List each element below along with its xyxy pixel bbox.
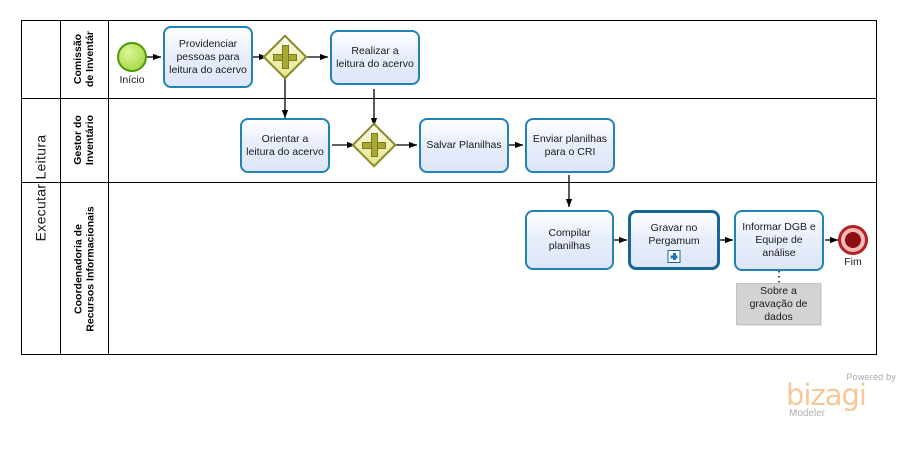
task-label: Salvar Planilhas — [426, 139, 502, 151]
start-event-circle — [117, 42, 147, 72]
start-event-label: Início — [119, 74, 145, 86]
gateway-parallel-2[interactable] — [351, 122, 397, 168]
bizagi-wordmark: bizagi — [786, 378, 867, 412]
subprocess-expand-plus-icon[interactable] — [667, 250, 681, 263]
task-orientar-leitura[interactable]: Orientar a leitura do acervo — [240, 118, 330, 173]
task-providenciar-pessoas[interactable]: Providenciar pessoas para leitura do ace… — [163, 26, 253, 88]
bizagi-branding: Powered by bizagi Modeler — [786, 372, 898, 419]
task-label: Providenciar pessoas para leitura do ace… — [169, 37, 247, 76]
powered-by-label: Powered by — [846, 372, 896, 382]
task-realizar-leitura[interactable]: Realizar a leitura do acervo — [330, 30, 420, 85]
task-compilar-planilhas[interactable]: Compilar planilhas — [525, 210, 614, 270]
subprocess-gravar-no-pergamum[interactable]: Gravar no Pergamum — [628, 210, 720, 270]
end-event-inner — [845, 232, 861, 248]
task-label: Gravar no Pergamum — [648, 222, 700, 247]
pool-header: Executar Leitura — [21, 20, 61, 355]
end-event-circle — [838, 225, 868, 255]
end-event[interactable] — [838, 225, 868, 255]
plus-icon — [370, 133, 378, 157]
task-enviar-planilhas-cri[interactable]: Enviar planilhas para o CRI — [525, 118, 615, 173]
task-label: Realizar a leitura do acervo — [336, 44, 414, 70]
bizagi-edition-label: Modeler — [789, 408, 826, 419]
task-informar-dgb[interactable]: Informar DGB e Equipe de análise — [734, 210, 824, 271]
plus-icon — [281, 45, 289, 69]
task-salvar-planilhas[interactable]: Salvar Planilhas — [419, 118, 509, 173]
lane-divider-2 — [21, 182, 877, 183]
gateway-parallel-1[interactable] — [262, 34, 308, 80]
pool-title: Executar Leitura — [32, 134, 49, 241]
end-event-label: Fim — [844, 256, 862, 268]
task-label: Orientar a leitura do acervo — [246, 132, 324, 158]
text-annotation-gravacao-dados: Sobre a gravação de dados — [736, 283, 821, 325]
annotation-label: Sobre a gravação de dados — [749, 284, 808, 323]
start-event[interactable] — [117, 42, 147, 72]
task-label: Enviar planilhas para o CRI — [532, 132, 608, 158]
task-label: Informar DGB e Equipe de análise — [742, 221, 816, 259]
lane-divider-1 — [21, 98, 877, 99]
task-label: Compilar planilhas — [548, 227, 591, 252]
